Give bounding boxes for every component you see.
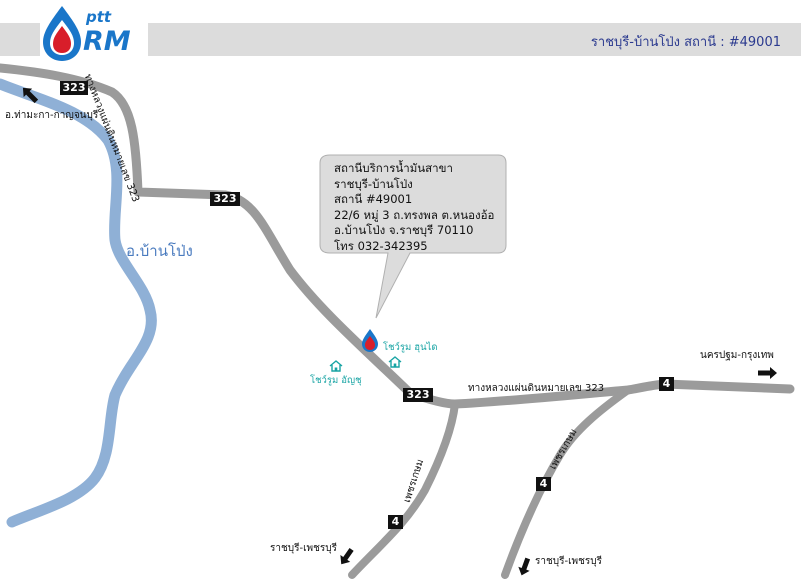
- logo-rm-text: RM: [83, 26, 131, 57]
- showroom-house-icon-2: [388, 356, 402, 368]
- district-label: อ.บ้านโป่ง: [126, 242, 193, 260]
- arrow-icon-southwest-2: [518, 557, 531, 576]
- header-left-bar: [0, 23, 40, 56]
- place-tha-maka: อ.ท่ามะกา-กาญจนบุรี: [5, 110, 99, 121]
- callout-line-6: โทร 032-342395: [334, 238, 428, 253]
- place-ratchaburi-2: ราชบุรี-เพชรบุรี: [535, 556, 602, 567]
- route-shield-323-a: 323: [60, 81, 88, 95]
- road-route4-sw: [348, 400, 459, 579]
- station-marker-icon: [362, 329, 378, 352]
- ptt-logo-drop-icon: [43, 6, 81, 61]
- callout-bubble: [319, 154, 507, 319]
- route-shield-4-b: 4: [388, 515, 403, 529]
- showroom-house-icon-1: [329, 360, 343, 372]
- callout-line-5: อ.บ้านโป่ง จ.ราชบุรี 70110: [334, 223, 474, 237]
- road-label-hwy323-mid: ทางหลวงแผ่นดินหมายเลข 323: [468, 383, 605, 394]
- place-nakhon-pathom: นครปฐม-กรุงเทพ: [700, 350, 774, 361]
- river: [0, 78, 157, 528]
- showroom-label-1: โชว์รูม อัญชุ: [310, 375, 362, 386]
- showroom-label-2: โชว์รูม ฮุนได: [383, 342, 438, 353]
- station-info-callout: สถานีบริการน้ำมันสาขา ราชบุรี-บ้านโป่ง ส…: [334, 161, 494, 254]
- callout-line-4: 22/6 หมู่ 3 ถ.ทรงพล ต.หนองอ้อ: [334, 207, 495, 222]
- place-ratchaburi-1: ราชบุรี-เพชรบุรี: [270, 543, 337, 554]
- callout-line-1: สถานีบริการน้ำมันสาขา: [334, 161, 453, 175]
- arrow-icon-east: [758, 367, 777, 379]
- route-shield-4-c: 4: [536, 477, 551, 491]
- callout-line-2: ราชบุรี-บ้านโป่ง: [334, 176, 413, 191]
- station-title: ราชบุรี-บ้านโป่ง สถานี : #49001: [590, 35, 781, 50]
- callout-line-3: สถานี #49001: [334, 192, 413, 206]
- road-hwy323: [0, 63, 795, 409]
- road-route4-s: [501, 386, 632, 579]
- route-shield-4-a: 4: [659, 377, 674, 391]
- route-shield-323-c: 323: [403, 388, 433, 402]
- route-shield-323-b: 323: [210, 192, 240, 206]
- header-bar: ราชบุรี-บ้านโป่ง สถานี : #49001: [148, 23, 801, 56]
- logo-ptt-text: ptt: [86, 8, 112, 26]
- arrow-icon-northwest: [22, 87, 39, 104]
- arrow-icon-southwest-1: [340, 548, 354, 565]
